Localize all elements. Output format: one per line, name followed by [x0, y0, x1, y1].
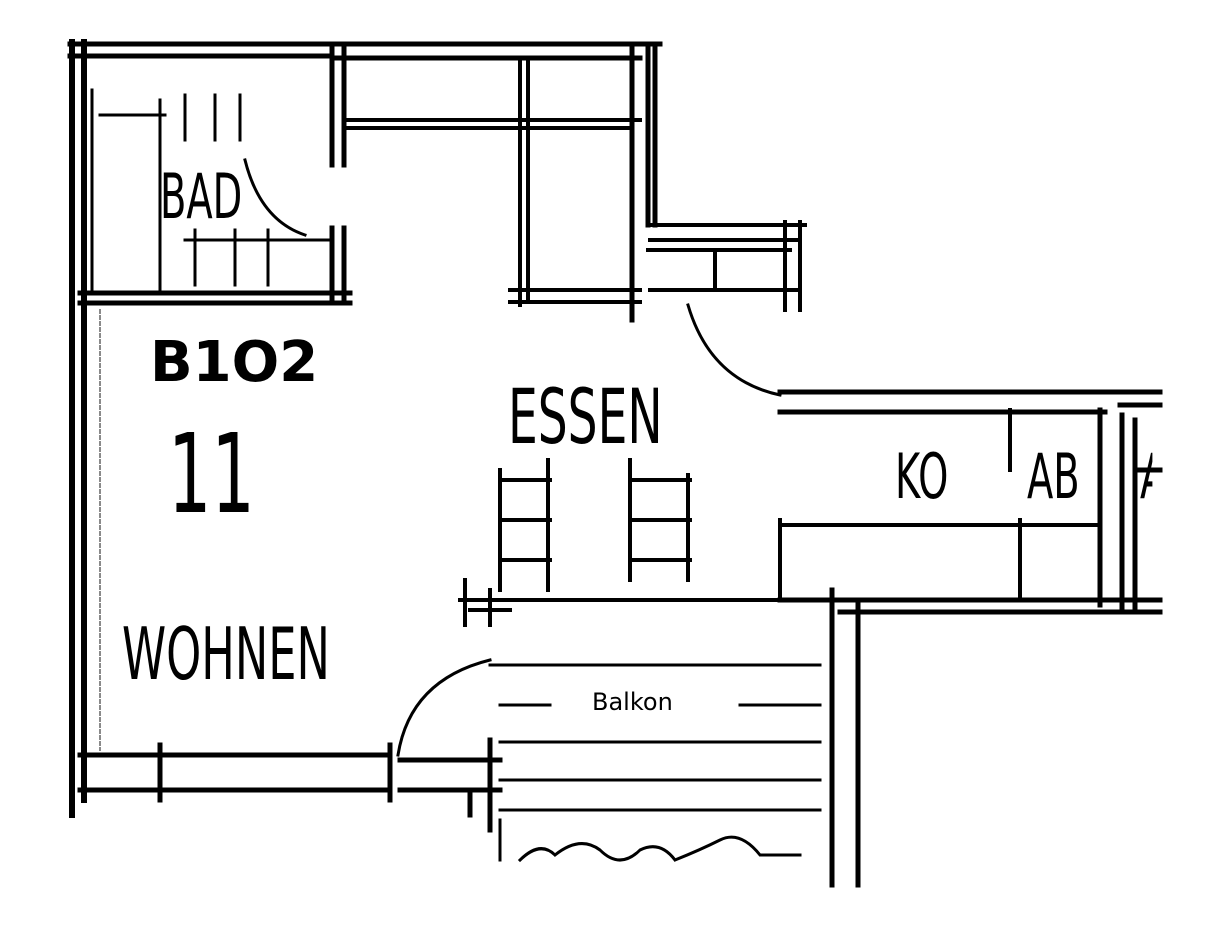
- unit-id: B1O2: [150, 330, 319, 395]
- living-door-arc: [396, 658, 492, 757]
- bath-lower-wall: [77, 290, 353, 306]
- room-label-living: WOHNEN: [122, 612, 330, 696]
- room-label-balcony: Balkon: [592, 688, 673, 716]
- balcony-edge: [458, 578, 832, 627]
- kitchen-cabinet: [343, 58, 642, 307]
- dining-table: [498, 458, 692, 592]
- wall-top-right: [629, 41, 658, 323]
- kitchen-counter: [778, 408, 1102, 602]
- kitchen-bottom-wall: [777, 597, 1163, 615]
- room-label-kitchen: KO: [895, 440, 949, 513]
- balcony-railing: [498, 818, 802, 863]
- bath-right-wall: [329, 41, 347, 303]
- balcony-lines: [488, 663, 822, 812]
- bath-fixtures: [90, 88, 332, 292]
- room-label-bath: BAD: [160, 160, 243, 233]
- wall-left: [69, 39, 87, 818]
- wall-step: [646, 220, 807, 312]
- balcony-right-wall: [829, 587, 861, 888]
- room-label-cut: A: [1140, 440, 1152, 513]
- kitchen-right-walls: [1097, 407, 1163, 613]
- wall-top: [67, 41, 663, 61]
- unit-number: 11: [168, 410, 255, 538]
- wall-bottom: [77, 737, 503, 833]
- kitchen-door-arc: [686, 303, 782, 397]
- corridor-wall: [777, 389, 1163, 415]
- bath-door-arc: [243, 158, 307, 237]
- room-label-dining: ESSEN: [508, 372, 663, 461]
- room-label-storage: AB: [1027, 440, 1080, 513]
